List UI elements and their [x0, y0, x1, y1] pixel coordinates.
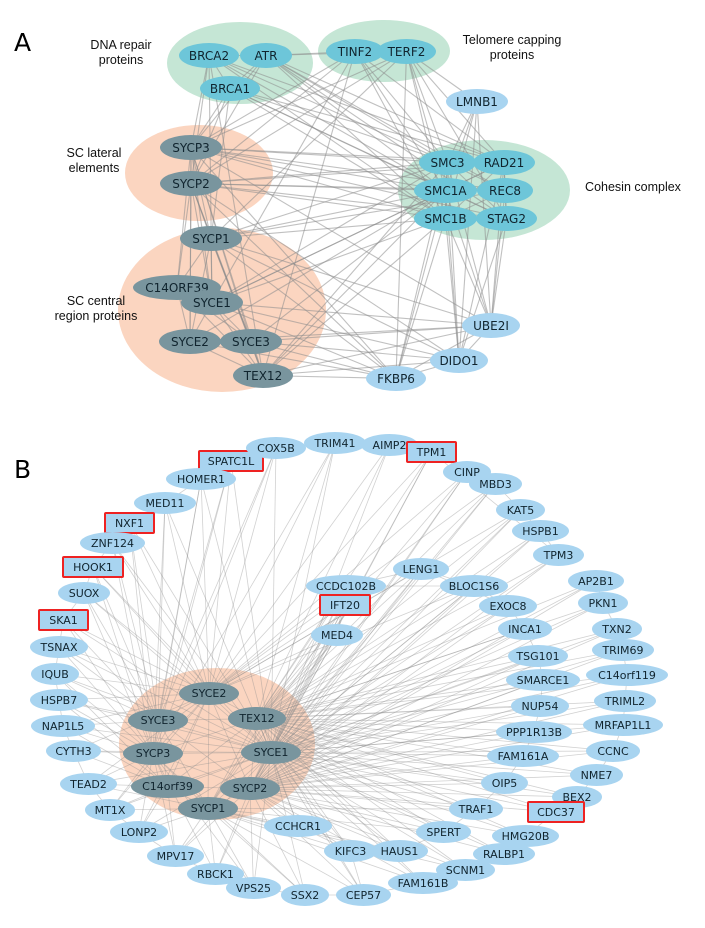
node-sycp1[interactable]: SYCP1 [180, 226, 242, 251]
node-txn2[interactable]: TXN2 [592, 618, 642, 640]
node-haus1[interactable]: HAUS1 [371, 840, 428, 862]
node-smarce1[interactable]: SMARCE1 [506, 669, 580, 691]
node-cep57[interactable]: CEP57 [336, 884, 391, 906]
node-fkbp6[interactable]: FKBP6 [366, 366, 426, 391]
node-sycp3[interactable]: SYCP3 [160, 135, 222, 160]
node-nme7[interactable]: NME7 [570, 764, 623, 786]
cluster-label-0: DNA repair proteins [90, 38, 152, 68]
node-leng1[interactable]: LENG1 [393, 558, 449, 580]
node-mt1x[interactable]: MT1X [85, 799, 135, 821]
node-rad21[interactable]: RAD21 [473, 150, 535, 175]
node-syce2[interactable]: SYCE2 [179, 682, 239, 705]
node-tsnax[interactable]: TSNAX [30, 636, 88, 658]
node-stag2[interactable]: STAG2 [476, 206, 537, 231]
node-smc1b[interactable]: SMC1B [414, 206, 477, 231]
node-ube2i[interactable]: UBE2I [462, 313, 520, 338]
node-oip5[interactable]: OIP5 [481, 772, 528, 794]
cluster-label-1: Telomere capping proteins [462, 33, 562, 63]
node-syce2[interactable]: SYCE2 [159, 329, 221, 354]
node-exoc8[interactable]: EXOC8 [479, 595, 537, 617]
node-homer1[interactable]: HOMER1 [166, 468, 236, 490]
node-c14orf119[interactable]: C14orf119 [586, 664, 668, 686]
node-pkn1[interactable]: PKN1 [578, 592, 628, 614]
node-rec8[interactable]: REC8 [477, 178, 533, 203]
node-kat5[interactable]: KAT5 [496, 499, 545, 521]
node-med11[interactable]: MED11 [134, 492, 196, 514]
node-bloc1s6[interactable]: BLOC1S6 [440, 575, 508, 597]
node-hspb7[interactable]: HSPB7 [30, 689, 88, 711]
node-nap1l5[interactable]: NAP1L5 [31, 715, 95, 737]
node-nxf1[interactable]: NXF1 [104, 512, 155, 534]
node-hspb1[interactable]: HSPB1 [512, 520, 569, 542]
node-mbd3[interactable]: MBD3 [469, 473, 522, 495]
node-sycp1[interactable]: SYCP1 [178, 797, 238, 820]
node-brca2[interactable]: BRCA2 [179, 43, 239, 68]
node-lonp2[interactable]: LONP2 [110, 821, 168, 843]
node-hmg20b[interactable]: HMG20B [492, 825, 559, 847]
node-c14orf39[interactable]: C14orf39 [131, 775, 204, 798]
node-sycp2[interactable]: SYCP2 [160, 171, 222, 196]
cluster-label-3: Cohesin complex [585, 180, 681, 194]
node-iqub[interactable]: IQUB [31, 663, 79, 685]
node-mpv17[interactable]: MPV17 [147, 845, 204, 867]
node-ccdc102b[interactable]: CCDC102B [306, 575, 386, 597]
node-syce1[interactable]: SYCE1 [181, 290, 243, 315]
node-cdc37[interactable]: CDC37 [527, 801, 585, 823]
node-syce3[interactable]: SYCE3 [128, 709, 188, 732]
node-suox[interactable]: SUOX [58, 582, 110, 604]
node-znf124[interactable]: ZNF124 [80, 532, 145, 554]
node-dido1[interactable]: DIDO1 [430, 348, 488, 373]
node-atr[interactable]: ATR [240, 43, 292, 68]
cluster-label-4: SC central region proteins [54, 294, 138, 324]
node-tpm3[interactable]: TPM3 [533, 544, 584, 566]
node-smc1a[interactable]: SMC1A [414, 178, 477, 203]
node-med4[interactable]: MED4 [311, 624, 363, 646]
node-spatc1l[interactable]: SPATC1L [198, 450, 264, 472]
node-sycp2[interactable]: SYCP2 [220, 777, 280, 800]
node-lmnb1[interactable]: LMNB1 [446, 89, 508, 114]
node-ccnc[interactable]: CCNC [586, 740, 640, 762]
panel-letter-b: B [14, 455, 32, 484]
node-tinf2[interactable]: TINF2 [326, 39, 384, 64]
node-aimp2[interactable]: AIMP2 [361, 434, 418, 456]
node-tsg101[interactable]: TSG101 [508, 645, 568, 667]
node-ppp1r13b[interactable]: PPP1R13B [496, 721, 572, 743]
node-trim69[interactable]: TRIM69 [592, 639, 654, 661]
node-tpm1[interactable]: TPM1 [406, 441, 457, 463]
node-cox5b[interactable]: COX5B [246, 437, 306, 459]
node-spert[interactable]: SPERT [416, 821, 471, 843]
node-ift20[interactable]: IFT20 [319, 594, 371, 616]
node-cchcr1[interactable]: CCHCR1 [264, 815, 332, 837]
node-brca1[interactable]: BRCA1 [200, 76, 260, 101]
node-vps25[interactable]: VPS25 [226, 877, 281, 899]
node-terf2[interactable]: TERF2 [377, 39, 436, 64]
node-ska1[interactable]: SKA1 [38, 609, 89, 631]
node-fam161b[interactable]: FAM161B [388, 872, 458, 894]
node-hook1[interactable]: HOOK1 [62, 556, 124, 578]
node-ap2b1[interactable]: AP2B1 [568, 570, 624, 592]
node-tead2[interactable]: TEAD2 [60, 773, 117, 795]
node-syce1[interactable]: SYCE1 [241, 741, 301, 764]
node-kifc3[interactable]: KIFC3 [324, 840, 377, 862]
node-cyth3[interactable]: CYTH3 [46, 740, 101, 762]
node-tex12[interactable]: TEX12 [233, 363, 293, 388]
node-trim41[interactable]: TRIM41 [304, 432, 366, 454]
node-ssx2[interactable]: SSX2 [281, 884, 329, 906]
node-sycp3[interactable]: SYCP3 [123, 742, 183, 765]
node-traf1[interactable]: TRAF1 [449, 798, 503, 820]
node-nup54[interactable]: NUP54 [511, 695, 569, 717]
node-inca1[interactable]: INCA1 [498, 618, 552, 640]
cluster-label-2: SC lateral elements [66, 146, 122, 176]
node-smc3[interactable]: SMC3 [419, 150, 476, 175]
panel-letter-a: A [14, 28, 32, 57]
node-syce3[interactable]: SYCE3 [220, 329, 282, 354]
node-rbck1[interactable]: RBCK1 [187, 863, 244, 885]
node-ralbp1[interactable]: RALBP1 [473, 843, 535, 865]
node-triml2[interactable]: TRIML2 [594, 690, 656, 712]
node-mrfap1l1[interactable]: MRFAP1L1 [583, 714, 663, 736]
node-tex12[interactable]: TEX12 [228, 707, 286, 730]
node-fam161a[interactable]: FAM161A [487, 745, 559, 767]
